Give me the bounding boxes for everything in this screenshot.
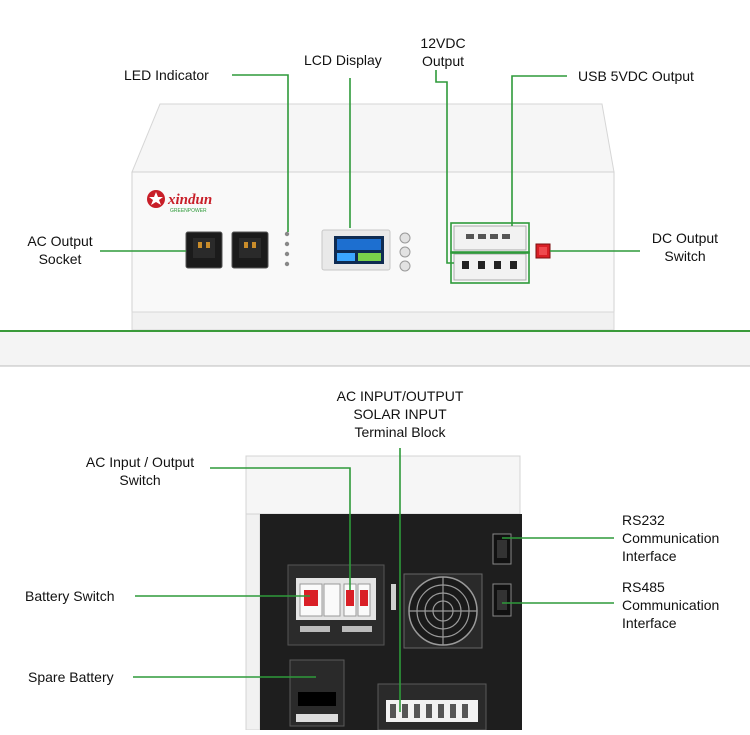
cooling-fan (403, 573, 483, 649)
label-dc-switch-line2: Switch (664, 248, 706, 264)
brand-tagline: GREENPOWER (170, 208, 207, 214)
label-rs485-line3: Interface (622, 615, 677, 631)
usb-output-panel (453, 225, 527, 251)
brand-logo (147, 190, 165, 208)
lcd-display (321, 229, 391, 271)
unit-base (131, 311, 615, 331)
brand-name: xindun (167, 192, 212, 208)
label-rs232-interface: RS232 Communication Interface (622, 511, 719, 565)
rs485-port (492, 583, 512, 617)
led-indicator-group (284, 231, 290, 267)
ac-io-switch-breaker-2 (360, 590, 368, 606)
label-spare-battery: Spare Battery (28, 669, 114, 685)
label-terminal-line1: AC INPUT/OUTPUT (336, 388, 464, 404)
label-terminal-line2: SOLAR INPUT (353, 406, 447, 422)
ac-io-switch-breaker-1 (346, 590, 354, 606)
label-rs485-line2: Communication (622, 597, 720, 613)
ac-output-socket-1 (185, 231, 223, 269)
label-ac-socket-line1: AC Output (27, 233, 93, 249)
label-ac-socket-line2: Socket (38, 251, 82, 267)
bottom-leader-lines (133, 448, 614, 712)
label-12vdc-line1: 12VDC (420, 35, 466, 51)
label-ac-output-socket: AC Output Socket (16, 232, 104, 268)
label-dc-output-switch: DC Output Switch (640, 229, 730, 265)
ac-output-socket-2 (231, 231, 269, 269)
rear-top-casing (245, 455, 521, 515)
label-usb-output: USB 5VDC Output (578, 68, 694, 84)
rs232-port (492, 533, 512, 565)
label-rs232-line3: Interface (622, 548, 677, 564)
label-lcd-display: LCD Display (304, 52, 382, 68)
unit-top-lid (131, 103, 615, 173)
dc-12v-output-panel (453, 253, 527, 281)
section-divider-band (0, 330, 750, 366)
label-rs485-line1: RS485 (622, 579, 665, 595)
top-leader-lines (100, 70, 640, 284)
spare-battery-connector (289, 659, 345, 727)
battery-switch-breaker (304, 590, 318, 606)
front-view-unit: xindun GREENPOWER (131, 103, 615, 331)
label-terminal-block: AC INPUT/OUTPUT SOLAR INPUT Terminal Blo… (320, 387, 480, 441)
label-ac-switch-line1: AC Input / Output (85, 454, 195, 470)
label-rs232-line1: RS232 (622, 512, 665, 528)
label-battery-switch: Battery Switch (25, 588, 115, 604)
label-led-indicator: LED Indicator (124, 67, 209, 83)
dc-output-switch (535, 243, 551, 259)
breaker-panel (287, 564, 385, 646)
rear-view-unit (245, 455, 522, 731)
label-12vdc-line2: Output (421, 53, 465, 69)
label-rs232-line2: Communication (622, 530, 720, 546)
label-ac-io-switch: AC Input / Output Switch (70, 453, 210, 489)
label-ac-switch-line2: Switch (119, 472, 161, 488)
label-terminal-line3: Terminal Block (354, 424, 446, 440)
lcd-control-buttons (399, 232, 411, 272)
label-12vdc-output: 12VDC Output (408, 34, 478, 70)
label-dc-switch-line1: DC Output (651, 230, 719, 246)
label-rs485-interface: RS485 Communication Interface (622, 578, 719, 632)
terminal-block (377, 683, 487, 731)
